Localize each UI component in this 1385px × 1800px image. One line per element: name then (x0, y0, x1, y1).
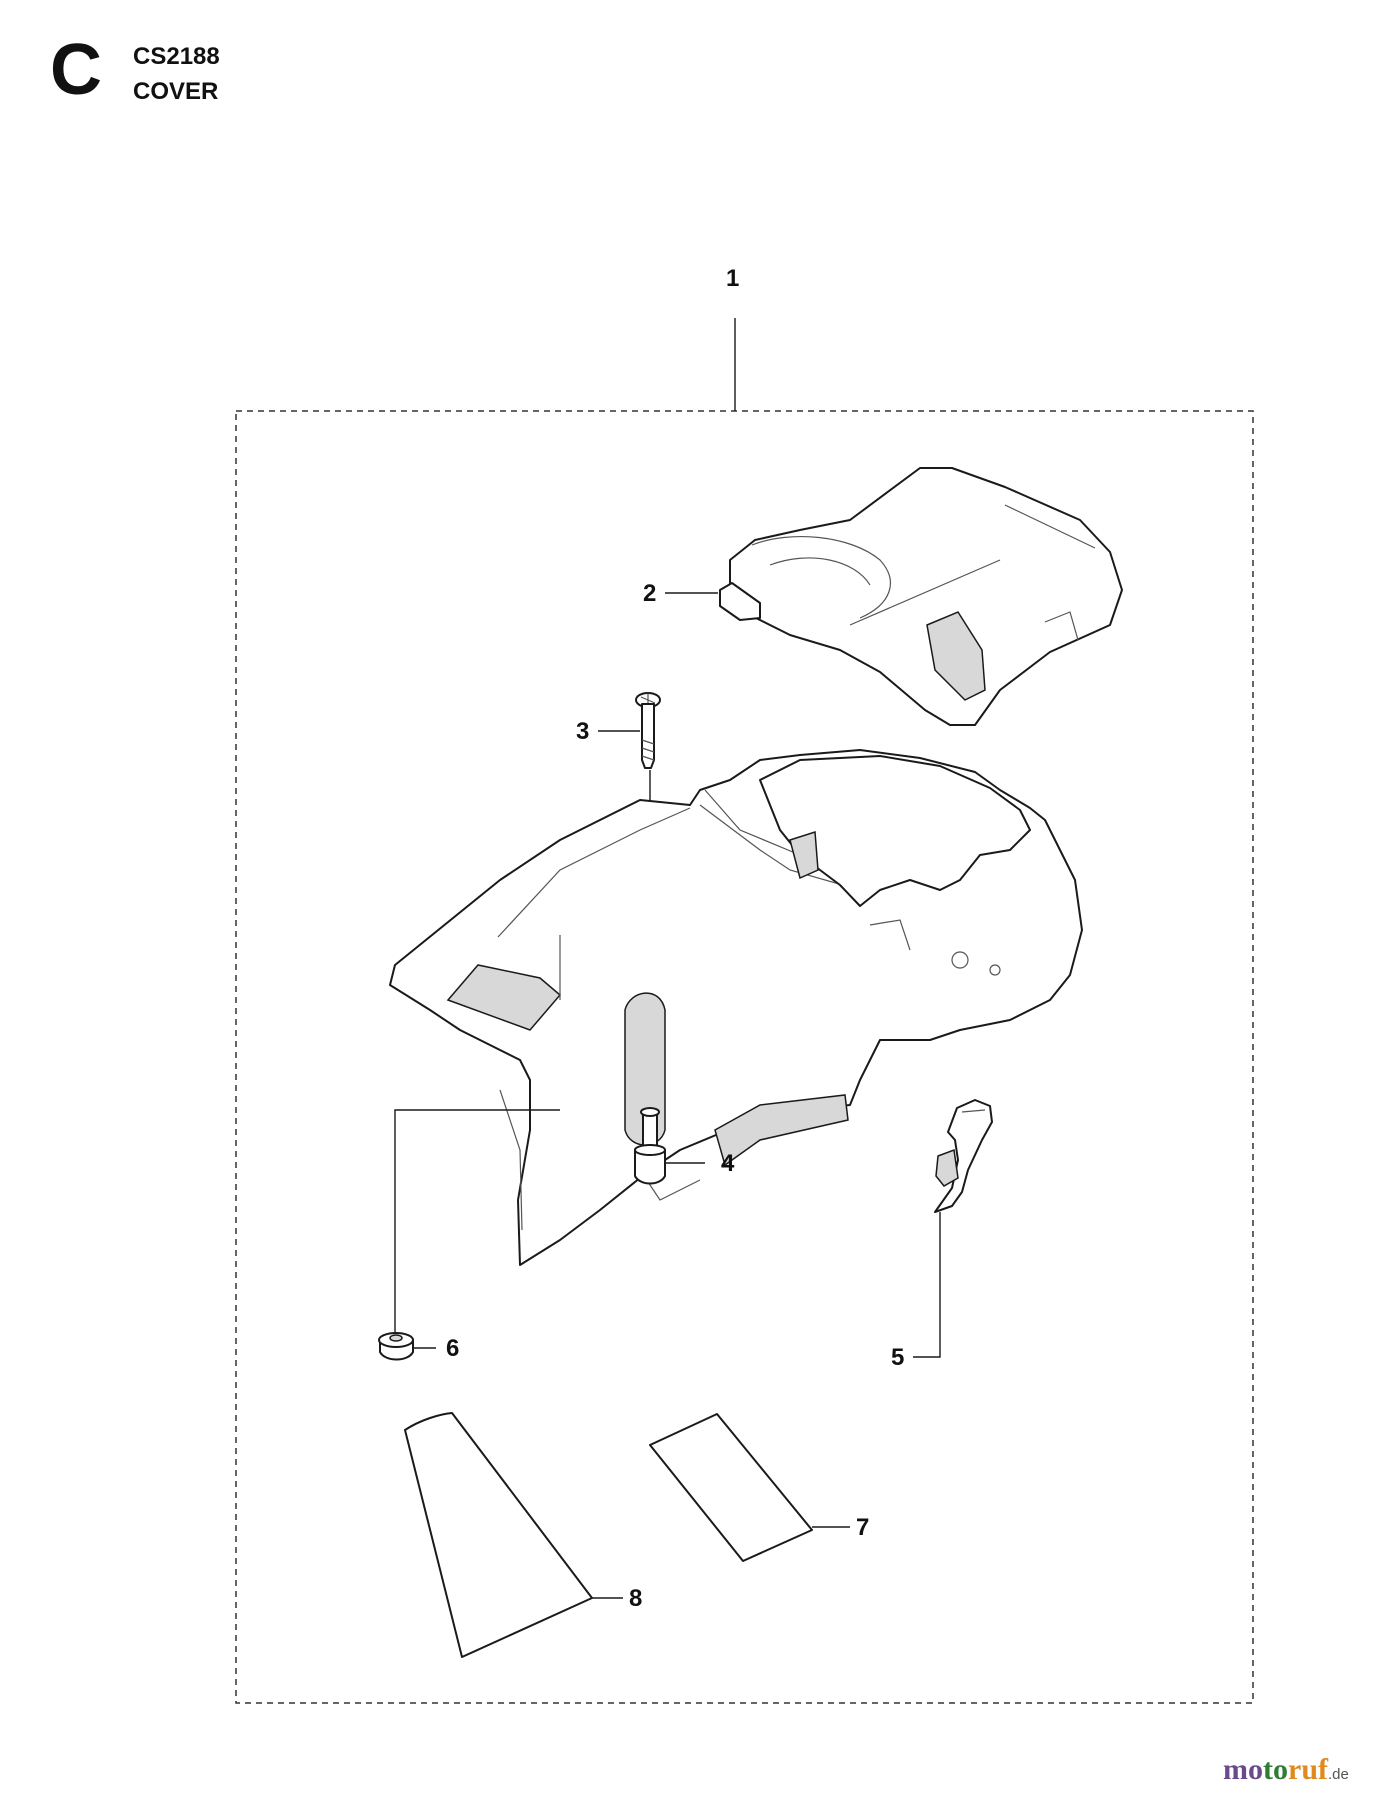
model-code: CS2188 (133, 43, 220, 70)
callout-2: 2 (643, 580, 656, 607)
watermark-part-3: ruf (1288, 1753, 1328, 1786)
leader-6 (394, 1109, 560, 1332)
part-clip-5 (934, 1099, 993, 1213)
group-title: COVER (133, 78, 219, 105)
watermark-part-1: mo (1223, 1753, 1263, 1786)
part-cover-housing (389, 749, 1083, 1266)
callout-1: 1 (726, 265, 739, 292)
assembly-boundary (235, 410, 1254, 1704)
callout-8: 8 (629, 1585, 642, 1612)
leader-5 (913, 1212, 941, 1358)
callout-5: 5 (891, 1344, 904, 1371)
part-screw-3 (635, 692, 661, 769)
watermark-logo: motoruf.de (1223, 1755, 1349, 1785)
section-letter: C (50, 30, 102, 110)
part-grommet-6 (378, 1332, 414, 1361)
callout-3: 3 (576, 718, 589, 745)
part-decal-8 (404, 1412, 593, 1658)
watermark-tld: .de (1328, 1766, 1349, 1783)
part-decal-7 (649, 1413, 813, 1562)
callout-7: 7 (856, 1514, 869, 1541)
part-bushing-4 (634, 1107, 666, 1185)
watermark-part-2: to (1263, 1753, 1288, 1786)
callout-4: 4 (721, 1150, 735, 1177)
callout-6: 6 (446, 1335, 459, 1362)
part-top-cover (719, 467, 1123, 726)
